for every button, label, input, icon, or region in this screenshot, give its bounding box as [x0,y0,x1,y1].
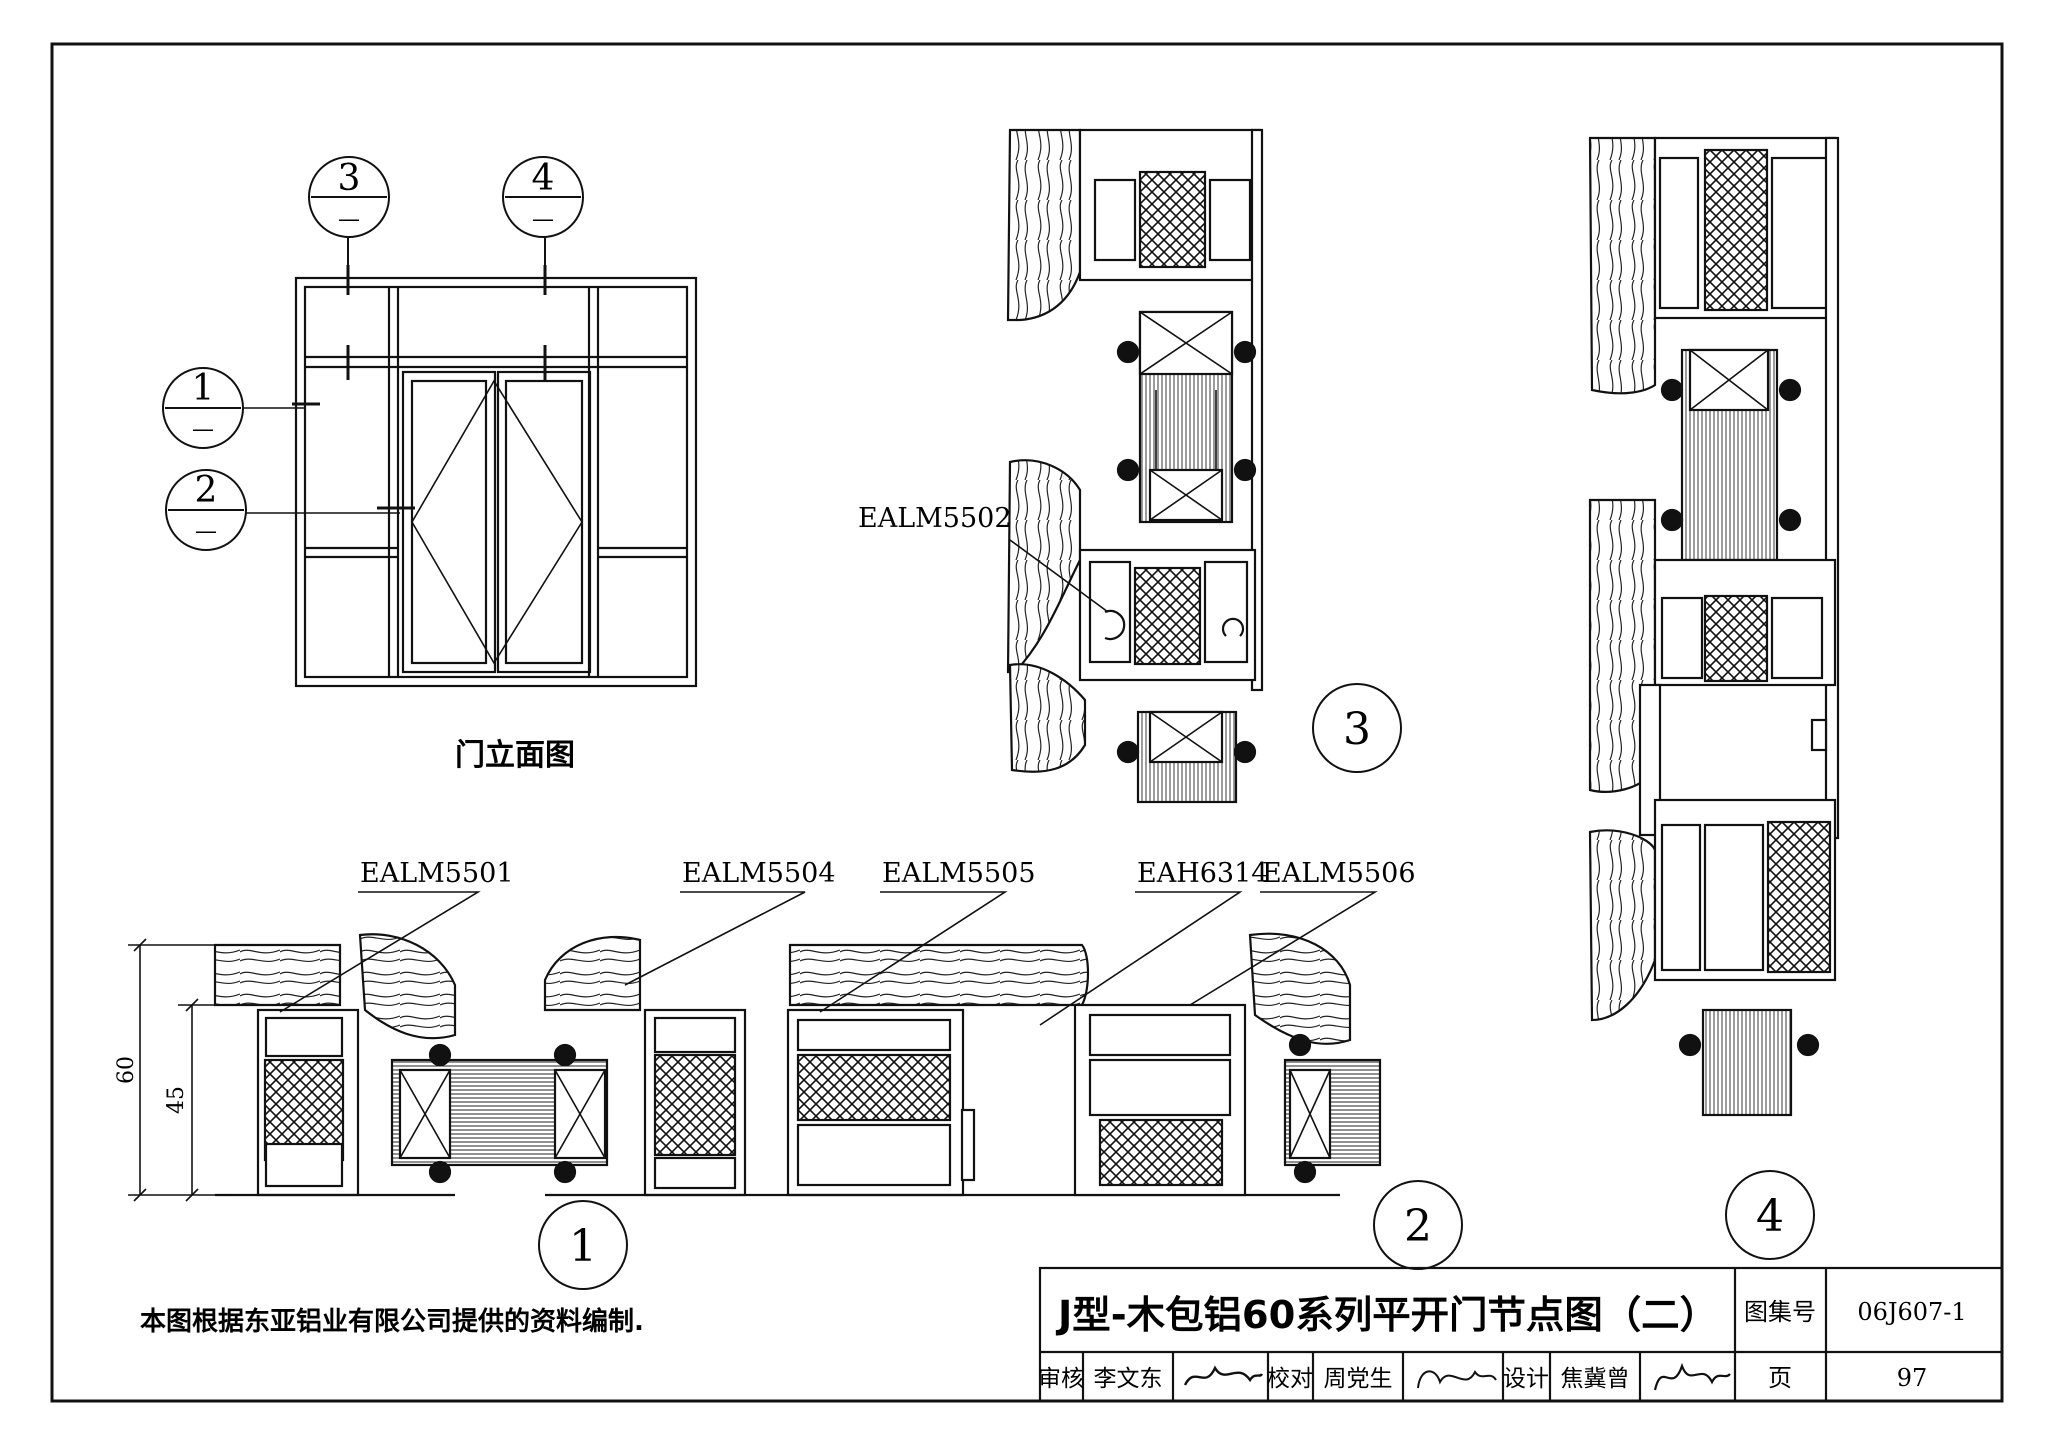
detail-2-number: 2 [1404,1201,1432,1252]
sheet-border [50,42,2004,1403]
check-signature [1417,1370,1497,1389]
horizontal-section [213,932,1382,1197]
page-label: 页 [1768,1364,1792,1392]
detail-1-number: 1 [569,1221,597,1272]
detail-4-section [1588,136,1840,1117]
leader-ealm5502 [1009,539,1109,613]
marker-2-sub: — [195,519,217,544]
part-leaders [279,891,1378,1026]
detail-1-marker: 1 [538,1200,628,1290]
design-name: 焦冀曾 [1561,1366,1630,1392]
detail-4-marker: 4 [1725,1170,1815,1260]
check-label: 校对 [1267,1366,1313,1392]
part-label-ealm5504: EALM5504 [682,858,836,889]
marker-1-number: 1 [192,368,215,409]
part-label-ealm5506: EALM5506 [1262,858,1416,889]
atlas-number-label: 图集号 [1744,1298,1816,1326]
marker-4-sub: — [532,207,554,232]
part-label-ealm5501: EALM5501 [360,858,514,889]
detail-2-marker: 2 [1373,1180,1463,1270]
review-signature [1183,1365,1264,1386]
dimension-60: 60 [114,1056,139,1084]
review-name: 李文东 [1094,1366,1163,1392]
marker-3-number: 3 [338,158,361,199]
elevation-title: 门立面图 [455,738,575,773]
detail-3-marker: 3 [1312,683,1402,773]
atlas-number-value: 06J607-1 [1857,1298,1966,1326]
section-marker-4: 4 — [502,156,584,265]
detail-4-number: 4 [1756,1191,1784,1242]
detail-3-section [1006,128,1264,804]
part-label-eah6314: EAH6314 [1137,858,1268,889]
marker-3-sub: — [338,207,360,232]
design-label: 设计 [1503,1366,1549,1392]
title-block [1038,1266,2004,1403]
marker-2-number: 2 [195,470,218,511]
design-signature [1653,1362,1731,1391]
section-marker-3: 3 — [308,156,390,265]
review-label: 审核 [1038,1366,1084,1392]
detail-3-number: 3 [1343,704,1371,755]
check-name: 周党生 [1324,1366,1393,1392]
source-note: 本图根据东亚铝业有限公司提供的资料编制. [140,1306,644,1337]
title-block-title: J型-木包铝60系列平开门节点图（二） [1055,1293,1718,1337]
part-label-ealm5502: EALM5502 [858,503,1012,534]
part-label-ealm5505: EALM5505 [882,858,1036,889]
section-marker-2: 2 — [165,469,400,551]
page-value: 97 [1897,1364,1928,1392]
dimension-lines [128,938,225,1202]
section-marker-1: 1 — [162,367,306,449]
marker-4-number: 4 [532,158,555,199]
door-elevation [292,265,698,688]
dimension-45: 45 [164,1086,189,1114]
marker-1-sub: — [192,417,214,442]
